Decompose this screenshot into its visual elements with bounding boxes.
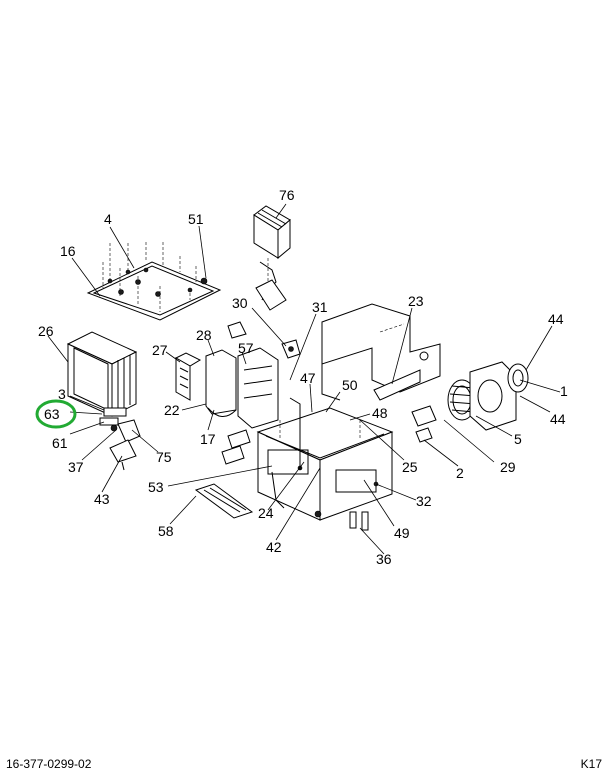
callout-61: 61 [52,435,68,451]
callout-50: 50 [342,377,358,393]
callout-3: 3 [58,386,66,402]
callout-47: 47 [300,370,316,386]
callout-1: 1 [560,383,568,399]
callout-37: 37 [68,459,84,475]
callout-4: 4 [104,211,112,227]
cover-plate-part [86,242,222,321]
callout-44-bottom: 44 [550,411,566,427]
callout-36: 36 [376,551,392,567]
leader-lines [47,203,561,555]
callout-75: 75 [156,449,172,465]
callout-49: 49 [394,525,410,541]
evaporator-core-part [253,205,291,311]
callout-53: 53 [148,479,164,495]
callout-24: 24 [258,505,274,521]
filter-grille-part [194,483,254,519]
actuator-part [281,339,301,359]
callout-42: 42 [266,539,282,555]
callout-43: 43 [94,491,110,507]
callout-31: 31 [312,299,328,315]
blower-part [411,361,529,443]
callout-25: 25 [402,459,418,475]
callout-29: 29 [500,459,516,475]
callout-63: 63 [44,406,60,422]
callout-48: 48 [372,405,388,421]
callout-2: 2 [456,465,464,481]
fittings-part [99,407,141,471]
callout-23: 23 [408,293,424,309]
callout-32: 32 [416,493,432,509]
sheet-code: K17 [580,757,602,771]
callout-28: 28 [196,327,212,343]
callout-16: 16 [60,243,76,259]
drawing-number: 16-377-0299-02 [6,757,92,771]
callout-26: 26 [38,323,54,339]
callout-labels: 76 4 51 16 30 31 23 44 26 27 28 57 3 1 6… [35,187,568,567]
drain-part [314,510,369,531]
callout-5: 5 [514,431,522,447]
callout-57: 57 [238,340,254,356]
main-hvac-housing-part [221,397,394,521]
callout-17: 17 [200,431,216,447]
callout-27: 27 [152,342,168,358]
callout-51: 51 [188,211,204,227]
blend-door-part [174,321,279,429]
callout-76: 76 [279,187,295,203]
callout-58: 58 [158,523,174,539]
callout-44-top: 44 [548,311,564,327]
callout-30: 30 [232,295,248,311]
upper-housing-part [321,303,441,401]
callout-22: 22 [164,402,180,418]
callout-63-highlight-group: 63 [35,399,77,429]
callout-63-highlight-ring [35,399,77,429]
heater-core-part [66,331,138,417]
